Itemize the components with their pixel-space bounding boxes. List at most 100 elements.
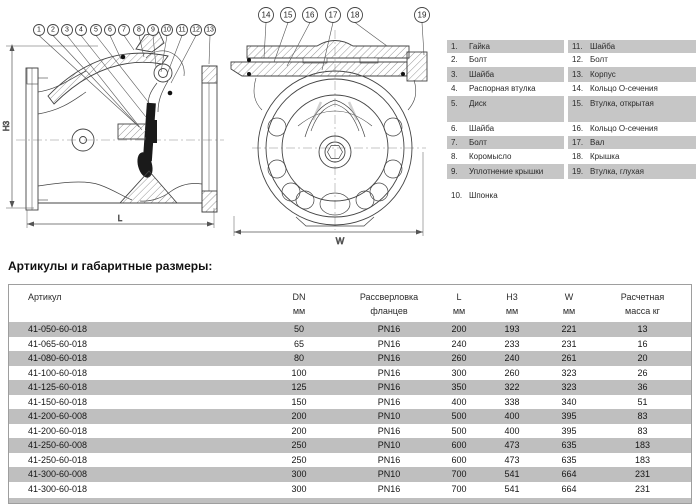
table-cell: 541 [504,483,520,494]
table-cell: 41-250-60-008 [28,440,88,450]
part-label: Болт [469,55,487,64]
part-item: 15. Втулка, открытая [568,96,696,122]
left-view-body [16,31,224,213]
table-cell: 500 [451,425,467,436]
table-cell: 41-300-60-018 [28,483,88,494]
table-cell: 231 [561,338,577,349]
table-cell: 240 [451,338,467,349]
left-view-dimensions: H3 L [2,44,215,228]
table-cell: 200 [451,324,467,334]
table-cell: 16 [637,338,648,349]
part-label: Крышка [590,152,620,161]
part-number: 10. [451,191,463,200]
part-label: Распорная втулка [469,84,536,93]
part-item: 16. Кольцо О-сечения [568,122,696,136]
table-cell: 300 [451,367,467,378]
table-cell: 500 [451,411,467,421]
part-label: Гайка [469,42,490,51]
right-view-body [230,30,428,230]
part-number: 17. [572,138,584,147]
callout-12: 12 [170,24,202,84]
part-label: Коромысло [469,152,512,161]
svg-text:17: 17 [329,11,338,20]
table-cell: 250 [291,454,307,465]
table-cell: PN10 [377,440,401,450]
table-cell: 700 [451,469,467,479]
part-label: Болт [590,55,608,64]
part-label: Корпус [590,70,616,79]
table-cell: 664 [561,483,577,494]
table-cell: 338 [504,396,520,407]
table-cell: 41-200-60-008 [28,411,88,421]
svg-text:15: 15 [284,11,293,20]
part-number: 12. [572,55,584,64]
part-label: Шпонка [469,191,498,200]
part-number: 6. [451,124,458,133]
svg-text:18: 18 [351,11,360,20]
table-cell: 261 [561,353,577,363]
table-cell: PN16 [377,353,401,363]
callout-2: 2 [47,24,140,128]
part-label: Шайба [469,124,495,133]
table-cell: 323 [561,367,577,378]
table-cell: 183 [634,454,651,465]
part-number: 1. [451,42,458,51]
callout-16: 16 [286,7,318,67]
table-cell: 395 [561,425,577,436]
part-item: 6. Шайба [447,122,564,136]
table-cell: 233 [504,338,520,349]
table-cell: 125 [291,382,307,392]
table-cell: 183 [634,440,651,450]
table-cell: 13 [637,324,648,334]
dim-h3-label: H3 [2,120,11,131]
part-item: 17. Вал [568,136,696,149]
part-item: 12. Болт [568,53,696,67]
part-number: 7. [451,138,458,147]
part-item: 2. Болт [447,53,564,67]
part-number: 8. [451,152,458,161]
table-cell: 322 [504,382,520,392]
part-number: 19. [572,167,584,176]
table-cell: 473 [504,454,520,465]
part-number: 14. [572,84,584,93]
table-cell: 400 [451,396,467,407]
dim-w-label: W [336,236,345,246]
table-title: Артикулы и габаритные размеры: [8,259,213,273]
part-number: 5. [451,99,458,108]
dim-l-label: L [118,214,123,223]
callout-15: 15 [273,7,296,63]
table-cell: 221 [561,324,577,334]
svg-text:8: 8 [137,27,141,34]
table-bottom-strip [9,498,691,503]
table-cell: 250 [291,440,307,450]
part-number: 11. [572,42,583,51]
table-cell: 231 [634,483,651,494]
callout-13: 13 [204,24,216,65]
table-cell: 323 [561,382,577,392]
table-column-header: Артикул [28,292,62,302]
parts-list: 1. Гайка 2. Болт 3. Шайба 4. Распорная в… [447,40,696,202]
table-cell: 300 [291,483,307,494]
part-item: 13. Корпус [568,67,696,82]
part-label: Втулка, глухая [590,167,644,176]
table-cell: 240 [504,353,520,363]
table-cell: 635 [561,454,577,465]
table-cell: 400 [504,411,520,421]
callout-6: 6 [104,24,122,60]
part-item: 8. Коромысло [447,149,564,164]
callout-5: 5 [90,24,150,104]
callout-7: 7 [118,24,135,51]
